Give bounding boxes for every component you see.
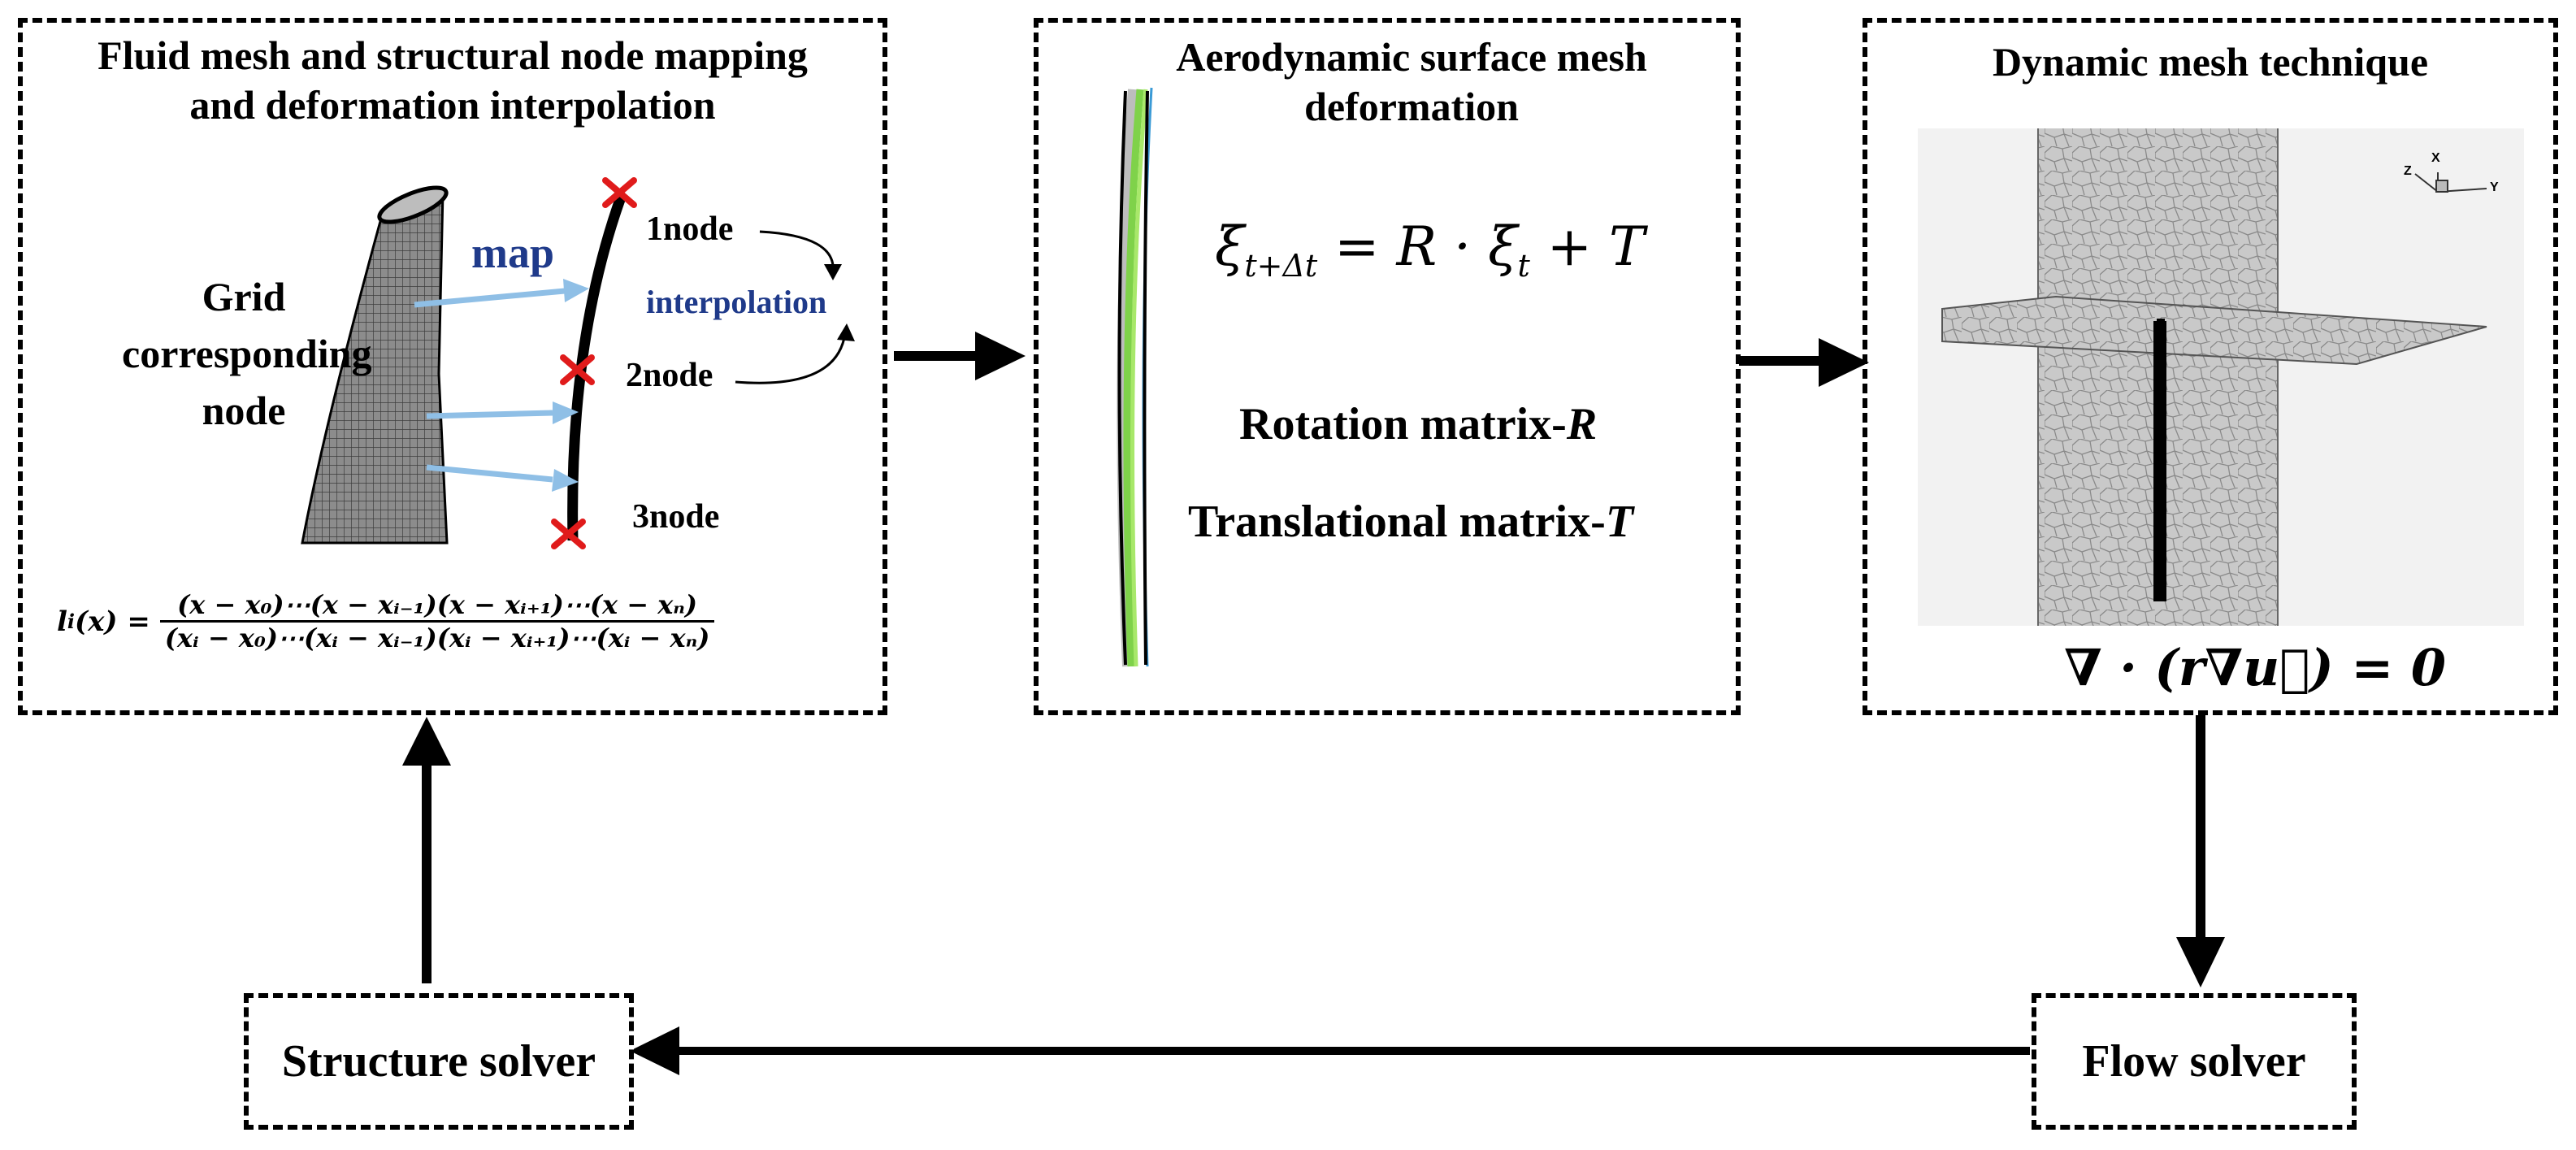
eq-rhs-sub: t — [1517, 248, 1530, 284]
eq-rhs-a: = R · ξ — [1317, 215, 1518, 278]
grid-label-line2: corresponding — [122, 331, 372, 376]
rotation-matrix-label: Rotation matrix-R — [1239, 398, 1597, 450]
node1-label: 1node — [646, 210, 734, 248]
dynamic-mesh-title: Dynamic mesh technique — [1992, 39, 2429, 85]
map-label: map — [471, 228, 555, 277]
axis-label-y: Y — [2490, 180, 2499, 194]
grid-node-label: Grid corresponding node — [122, 268, 372, 439]
node2-label: 2node — [626, 357, 713, 394]
axis-label-z: Z — [2404, 164, 2412, 178]
mapping-title-line1: Fluid mesh and structural node mapping — [98, 33, 808, 78]
deformation-title-line2: deformation — [1304, 84, 1519, 129]
arrow-head-box3-flow — [2176, 937, 2225, 987]
lagrange-numerator: (x − x₀)⋯(x − xᵢ₋₁)(x − xᵢ₊₁)⋯(x − xₙ) — [177, 589, 698, 620]
rigid-motion-equation: ξt+Δt = R · ξt + T — [1215, 215, 1645, 284]
translation-text: Translational matrix- — [1188, 497, 1606, 547]
lagrange-fraction: (x − x₀)⋯(x − xᵢ₋₁)(x − xᵢ₊₁)⋯(x − xₙ) (… — [159, 589, 715, 653]
mapping-title-line2: and deformation interpolation — [189, 82, 716, 128]
surface-deformation-box: Aerodynamic surface mesh deformation — [1034, 18, 1741, 715]
deformation-box-title: Aerodynamic surface mesh deformation — [1087, 33, 1736, 132]
arrow-head-structure-box1 — [402, 717, 451, 766]
arrow-head-flow-structure — [630, 1026, 679, 1075]
grid-label-line3: node — [202, 388, 286, 433]
axis-label-x: X — [2431, 151, 2440, 165]
rotation-symbol: R — [1566, 399, 1598, 449]
eq-lhs-sub: t+Δt — [1244, 248, 1318, 284]
arrow-head-box1-box2 — [975, 332, 1026, 380]
eq-lhs: ξ — [1215, 215, 1245, 278]
grid-label-line1: Grid — [202, 274, 286, 319]
lagrange-denominator: (xᵢ − x₀)⋯(xᵢ − xᵢ₋₁)(xᵢ − xᵢ₊₁)⋯(xᵢ − x… — [159, 620, 715, 653]
mapping-box-title: Fluid mesh and structural node mapping a… — [23, 31, 883, 130]
lagrange-arg: (x) = — [75, 605, 150, 638]
node3-label: 3node — [632, 498, 720, 536]
rotation-text: Rotation matrix- — [1239, 399, 1567, 449]
laplace-equation: ∇ · (r∇u⃗) = 0 — [2064, 638, 2446, 697]
arrow-head-box2-box3 — [1819, 338, 1869, 387]
eq-rhs-b: + T — [1529, 215, 1645, 278]
flow-solver-box: Flow solver — [2032, 993, 2357, 1130]
structure-solver-box: Structure solver — [244, 993, 634, 1130]
translation-matrix-label: Translational matrix-T — [1188, 496, 1633, 548]
translation-symbol: T — [1605, 497, 1634, 547]
dynamic-mesh-box: Dynamic mesh technique — [1863, 18, 2558, 715]
lagrange-sub: i — [67, 610, 76, 633]
flow-solver-label: Flow solver — [2082, 1036, 2306, 1087]
lagrange-lhs: l — [57, 605, 67, 638]
deformation-title-line1: Aerodynamic surface mesh — [1176, 34, 1647, 80]
interpolation-label: interpolation — [646, 284, 827, 320]
structure-solver-label: Structure solver — [281, 1036, 596, 1087]
